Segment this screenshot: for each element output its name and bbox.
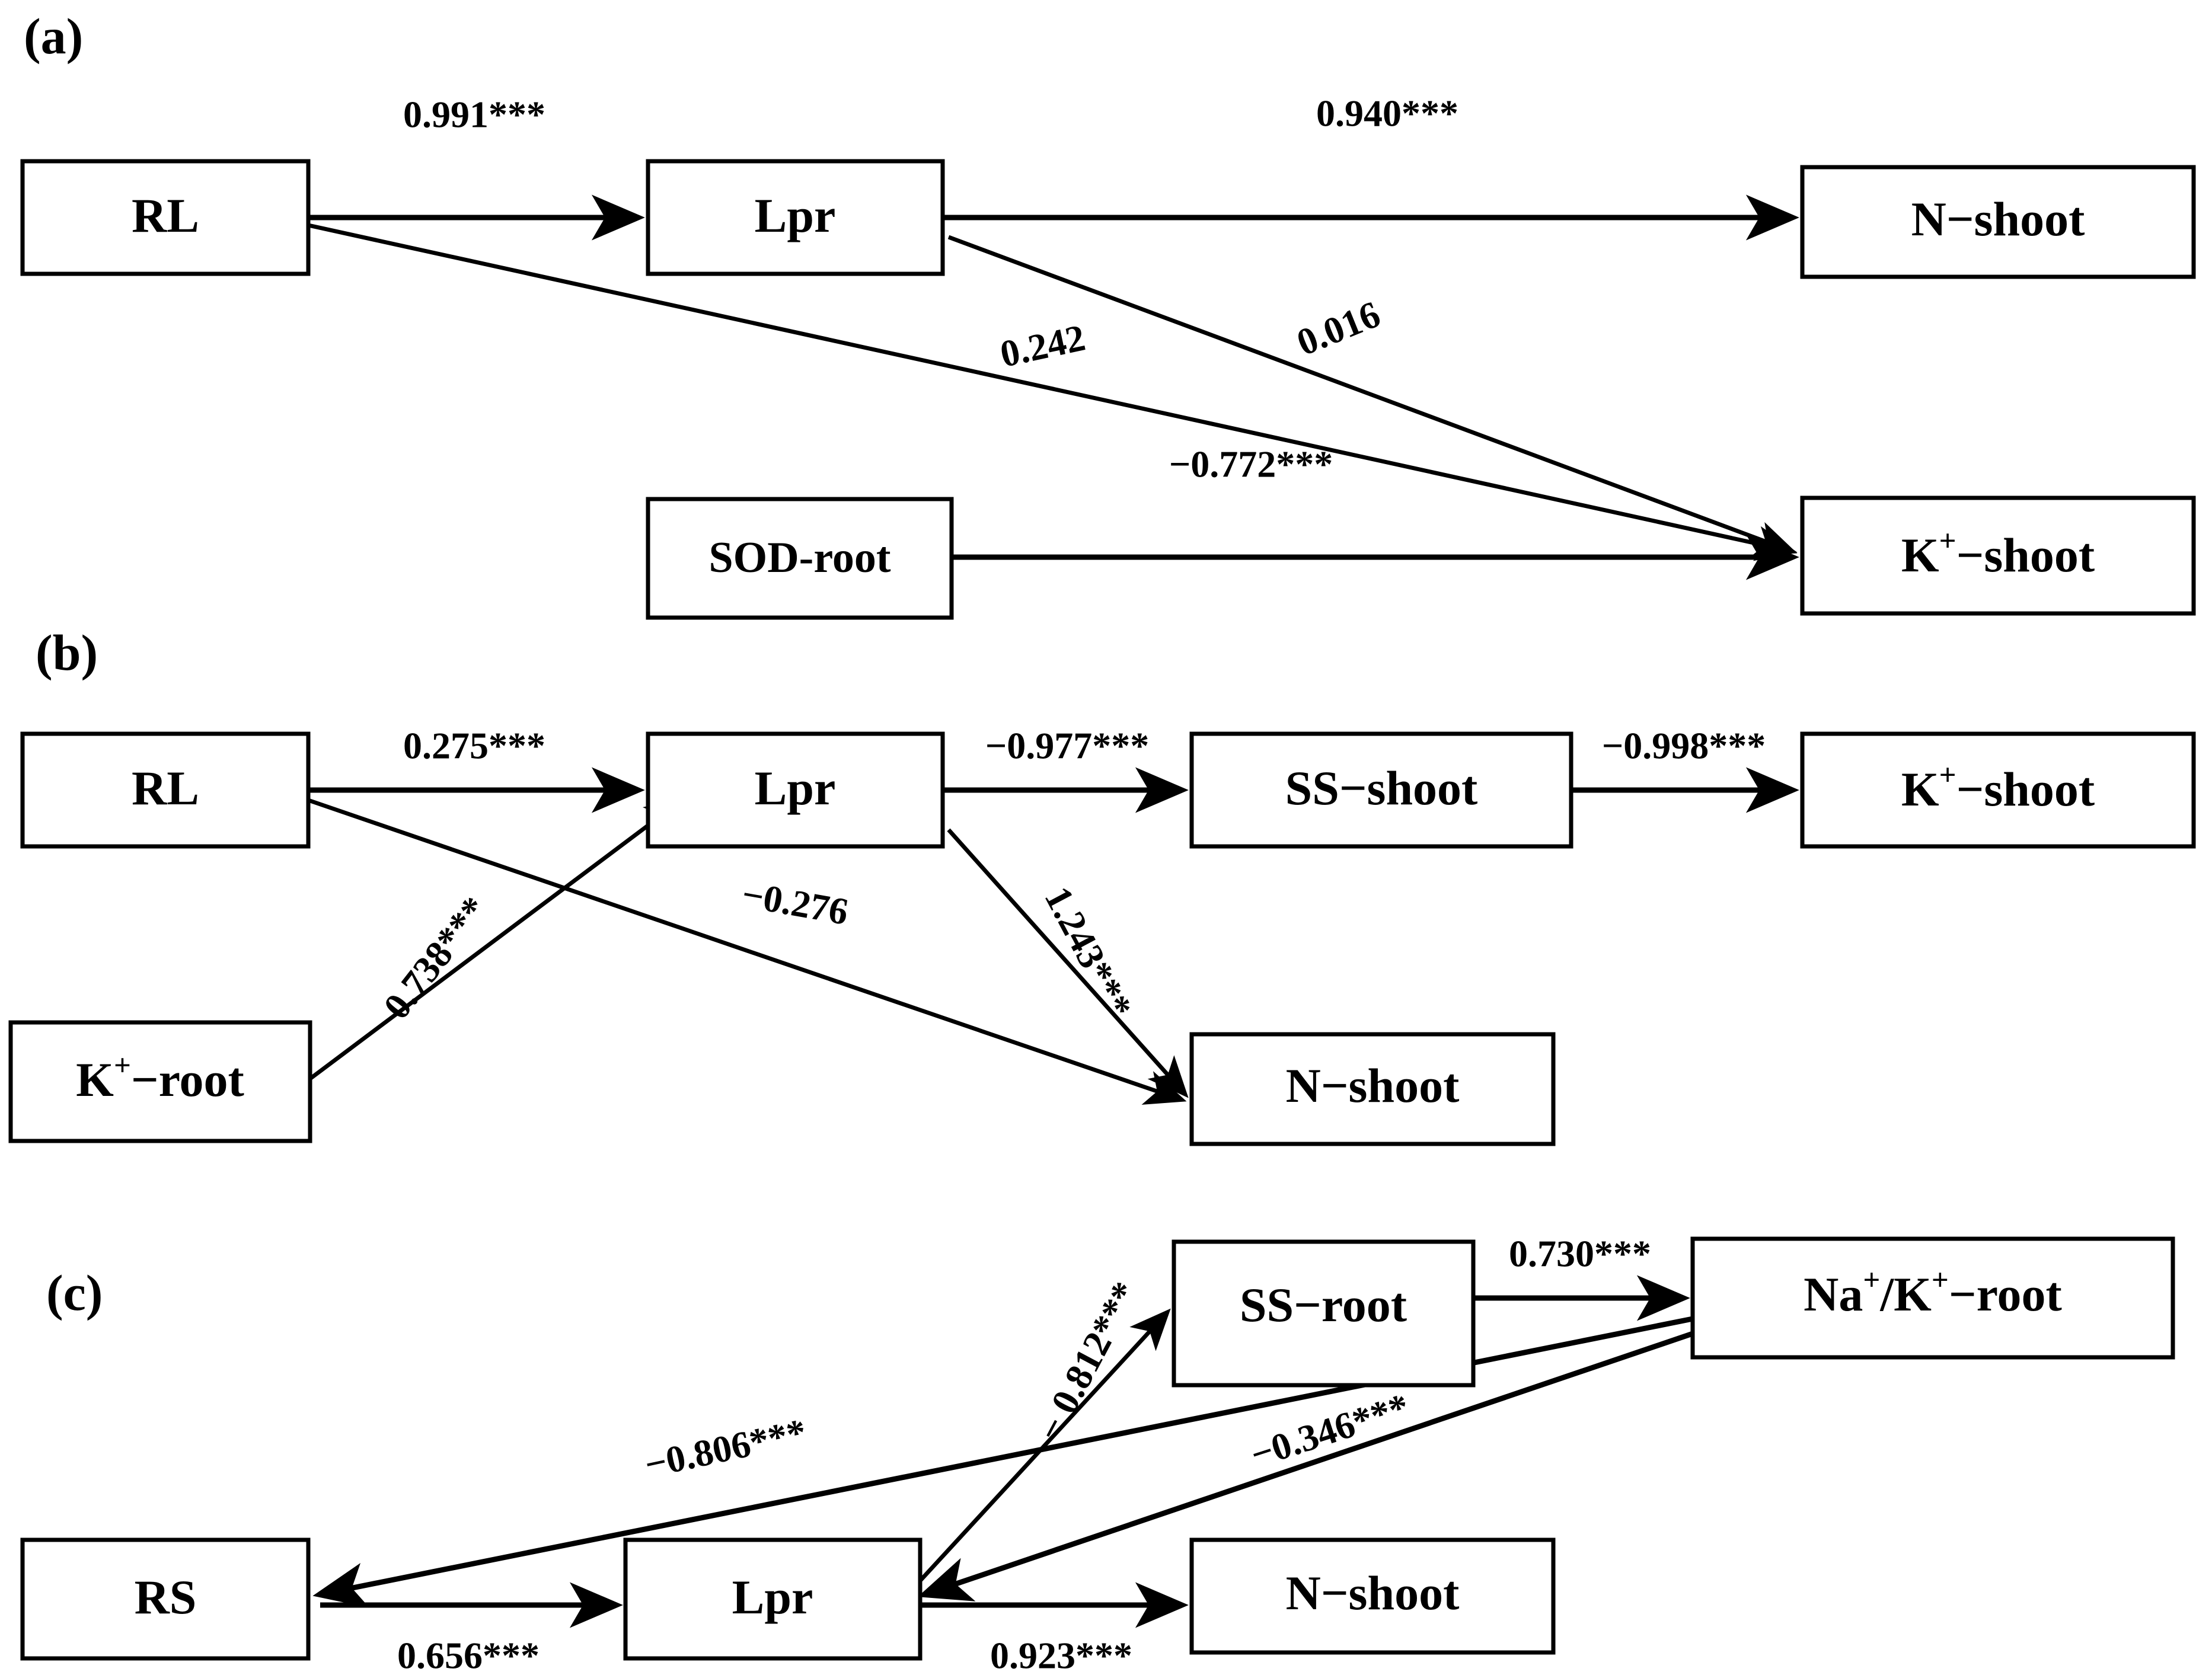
path-c-nakroot-to-lpr bbox=[917, 1331, 1694, 1602]
node-a-nshoot[interactable]: N−shoot bbox=[1800, 165, 2196, 279]
coef-b-ssshoot-kshoot: −0.998*** bbox=[1602, 725, 1766, 767]
coef-c-nakroot-rs: −0.806*** bbox=[641, 1411, 810, 1486]
coef-a-rl-lpr: 0.991*** bbox=[403, 94, 545, 136]
coef-b-kroot-lpr: 0.738*** bbox=[375, 888, 496, 1027]
node-c-ssroot[interactable]: SS−root bbox=[1172, 1239, 1476, 1388]
node-a-lpr-label: Lpr bbox=[755, 188, 836, 242]
path-a-rl-to-kshoot bbox=[308, 223, 1798, 561]
node-c-nshoot-label: N−shoot bbox=[1286, 1566, 1460, 1620]
panel-c-label: (c) bbox=[46, 1264, 103, 1321]
node-c-lpr[interactable]: Lpr bbox=[623, 1537, 923, 1661]
node-b-lpr-label: Lpr bbox=[755, 761, 836, 815]
node-b-nshoot[interactable]: N−shoot bbox=[1189, 1032, 1556, 1146]
path-b-kroot-to-lpr bbox=[308, 797, 687, 1081]
panel-a-label: (a) bbox=[24, 8, 83, 65]
coef-a-rl-kshoot: 0.242 bbox=[997, 317, 1089, 375]
node-b-kshoot[interactable]: K+−shoot bbox=[1800, 731, 2196, 849]
coef-b-lpr-nshoot: 1.243*** bbox=[1036, 880, 1140, 1025]
node-c-nakroot-label: Na+/K+−root bbox=[1804, 1263, 2062, 1321]
node-a-nshoot-label: N−shoot bbox=[1911, 192, 2085, 246]
node-b-lpr[interactable]: Lpr bbox=[646, 731, 945, 849]
node-c-lpr-label: Lpr bbox=[732, 1570, 813, 1624]
node-a-sodroot[interactable]: SOD-root bbox=[646, 497, 954, 620]
panel-b-label: (b) bbox=[36, 624, 98, 681]
node-b-kroot[interactable]: K+−root bbox=[8, 1020, 312, 1143]
coef-c-lpr-ssroot: − 0.812*** bbox=[1028, 1275, 1147, 1448]
node-b-kshoot-label: K+−shoot bbox=[1901, 758, 2095, 816]
coef-b-lpr-ssshoot: −0.977*** bbox=[985, 725, 1149, 767]
path-b-lpr-to-nshoot bbox=[947, 828, 1189, 1098]
node-a-sodroot-label: SOD-root bbox=[709, 533, 891, 582]
panel-c: (c) SS−root Na+/K+−root RS bbox=[20, 1233, 2175, 1675]
coef-c-ssroot-nakroot: 0.730*** bbox=[1509, 1233, 1651, 1275]
node-b-ssshoot[interactable]: SS−shoot bbox=[1189, 731, 1573, 849]
node-a-kshoot[interactable]: K+−shoot bbox=[1800, 496, 2196, 616]
node-a-lpr[interactable]: Lpr bbox=[646, 159, 945, 276]
node-b-nshoot-label: N−shoot bbox=[1286, 1059, 1460, 1113]
node-c-nshoot[interactable]: N−shoot bbox=[1189, 1537, 1556, 1655]
node-a-rl-label: RL bbox=[132, 188, 199, 242]
node-c-rs-label: RS bbox=[135, 1570, 197, 1624]
node-c-nakroot[interactable]: Na+/K+−root bbox=[1690, 1236, 2175, 1360]
node-c-ssroot-label: SS−root bbox=[1240, 1278, 1407, 1332]
node-b-rl[interactable]: RL bbox=[20, 731, 311, 849]
node-a-rl[interactable]: RL bbox=[20, 159, 311, 276]
node-b-ssshoot-label: SS−shoot bbox=[1285, 761, 1478, 815]
node-c-rs[interactable]: RS bbox=[20, 1537, 311, 1661]
panel-a: (a) RL Lpr N−shoot SOD-ro bbox=[20, 8, 2196, 620]
coef-a-lpr-nshoot: 0.940*** bbox=[1316, 92, 1458, 135]
node-b-rl-label: RL bbox=[132, 761, 199, 815]
path-a-lpr-to-kshoot bbox=[947, 235, 1798, 556]
path-b-rl-to-nshoot bbox=[307, 798, 1187, 1105]
coef-b-rl-nshoot: −0.276 bbox=[739, 873, 851, 933]
node-b-kroot-label: K+−root bbox=[76, 1049, 244, 1107]
coef-b-rl-lpr: 0.275*** bbox=[403, 725, 545, 767]
coef-a-lpr-kshoot: 0.016 bbox=[1291, 293, 1386, 364]
node-a-kshoot-label: K+−shoot bbox=[1901, 524, 2095, 582]
coef-c-rs-lpr: 0.656*** bbox=[397, 1635, 540, 1675]
coef-c-lpr-nshoot: 0.923*** bbox=[990, 1635, 1132, 1675]
panel-b: (b) RL Lpr SS−shoot bbox=[8, 624, 2196, 1146]
coef-a-sodroot-kshoot: −0.772*** bbox=[1169, 443, 1333, 485]
coef-c-nakroot-lpr: −0.346*** bbox=[1245, 1385, 1414, 1476]
